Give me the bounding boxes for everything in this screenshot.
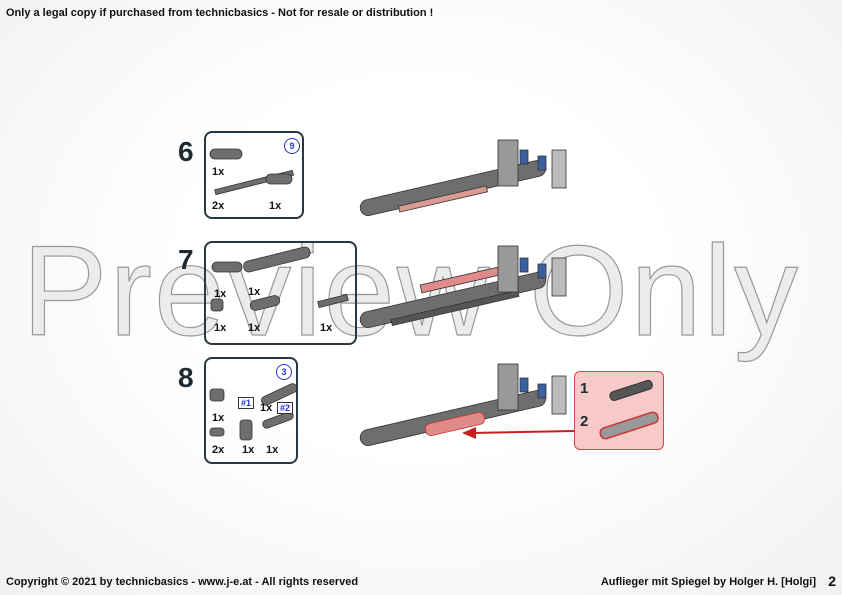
model-step-6 [359,139,567,216]
part-qty: 2x [212,444,225,456]
part-qty: 1x [248,286,261,298]
step-7-number: 7 [178,244,194,275]
pin-part [209,427,225,437]
beam-part [265,173,293,185]
part-qty: 2x [212,200,225,212]
sub-assembly-illustration [599,379,659,440]
submodel-tag-1: #1 [238,397,255,409]
arrow-icon [462,427,476,439]
legal-notice: Only a legal copy if purchased from tech… [6,7,434,19]
model-title: Auflieger mit Spiegel by Holger H. [Holg… [600,576,816,588]
step-8-parts-box: 3 #1 #2 1x 1x 2x 1x 1x [204,357,298,464]
beam-part [243,246,311,273]
model-step-8 [359,363,575,446]
part-qty: 1x [248,322,261,334]
beam-part [211,261,243,273]
page-number: 2 [828,573,836,589]
part-qty: 1x [266,444,279,456]
part-qty: 1x [212,412,225,424]
part-qty: 1x [214,322,227,334]
part-qty: 1x [269,200,282,212]
part-qty: 1x [260,402,273,414]
model-step-7 [359,245,567,328]
connector-part [239,419,253,441]
step-7-parts-box: 1x 1x 1x 1x 1x [204,241,357,345]
step-6-number: 6 [178,136,194,167]
connector-part [209,388,225,402]
quantity-badge: 9 [284,138,300,154]
copyright: Copyright © 2021 by technicbasics - www.… [6,576,359,588]
sub-assembly-callout: 1 2 [574,371,664,450]
preview-watermark: Preview Only [21,220,800,363]
substep-number: 1 [580,380,589,397]
step-8-number: 8 [178,362,194,393]
step-6-parts-box: 9 1x 2x 1x [204,131,304,219]
submodel-tag-2: #2 [277,402,294,414]
part-qty: 1x [242,444,255,456]
beam-part [209,148,243,160]
part-qty: 1x [212,166,225,178]
connector-part [210,298,224,312]
part-qty: 1x [320,322,333,334]
quantity-badge: 3 [276,364,292,380]
beam-part [249,295,281,311]
axle-part [317,293,349,309]
connector-part [262,411,294,429]
substep-number: 2 [580,413,589,430]
part-qty: 1x [214,288,227,300]
